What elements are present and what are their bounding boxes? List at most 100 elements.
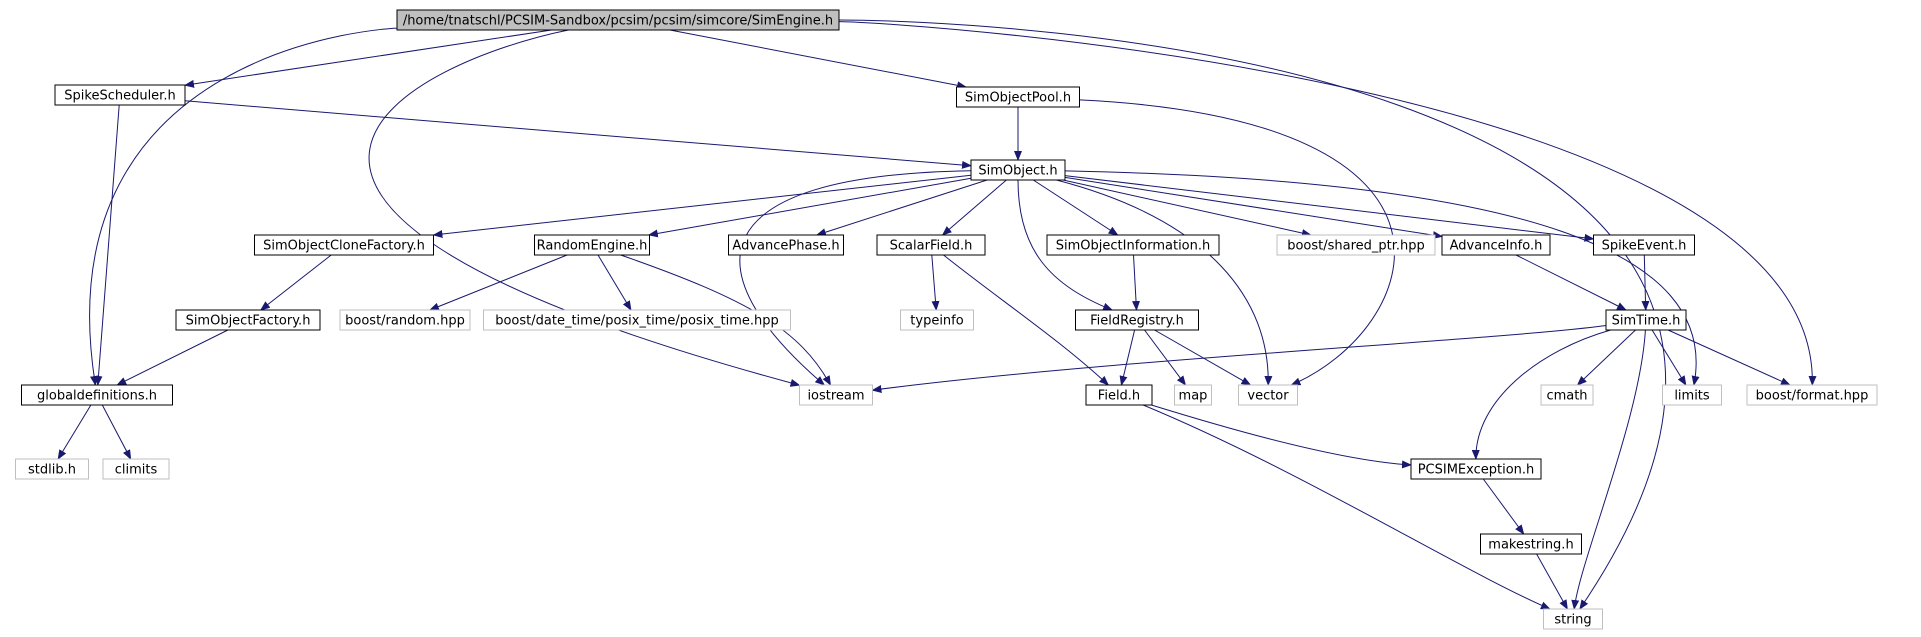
edge-simtime-to-cmath <box>1576 329 1636 386</box>
node-box-posixtime <box>483 309 791 331</box>
edge-spikeevent-to-simtime <box>1641 254 1650 311</box>
node-scalarfield[interactable]: ScalarField.h <box>876 234 986 256</box>
node-label-boostrandom: boost/random.hpp <box>345 314 465 329</box>
node-box-simobjectinformation <box>1046 234 1220 256</box>
node-box-spikeevent <box>1593 234 1695 256</box>
dependency-edges <box>57 19 1817 610</box>
node-box-randomengine <box>534 234 650 256</box>
edge-fieldregistry-to-field <box>1119 329 1136 386</box>
node-simobjectinformation[interactable]: SimObjectInformation.h <box>1046 234 1220 256</box>
node-box-advancephase <box>728 234 844 256</box>
node-vector: vector <box>1238 384 1298 406</box>
node-globaldefinitions[interactable]: globaldefinitions.h <box>21 384 173 406</box>
edge-randomengine-to-boostrandom <box>428 254 568 311</box>
node-label-posixtime: boost/date_time/posix_time/posix_time.hp… <box>495 314 779 329</box>
node-field[interactable]: Field.h <box>1085 384 1153 406</box>
edge-pcsimexception-to-makestring <box>1482 478 1525 535</box>
node-box-globaldefinitions <box>21 384 173 406</box>
edge-field-to-pcsimexception <box>1151 404 1412 469</box>
node-box-pcsimexception <box>1410 458 1542 480</box>
edge-spikescheduler-to-simobject <box>184 100 972 169</box>
node-cmath: cmath <box>1540 384 1594 406</box>
node-simobjectclonefactory[interactable]: SimObjectCloneFactory.h <box>254 234 434 256</box>
node-box-simobjectfactory <box>175 309 321 331</box>
edge-simobject-to-randomengine <box>647 177 972 238</box>
edge-scalarfield-to-typeinfo <box>931 254 940 311</box>
node-pcsimexception[interactable]: PCSIMException.h <box>1410 458 1542 480</box>
node-simengine[interactable]: /home/tnatschl/PCSIM-Sandbox/pcsim/pcsim… <box>396 9 840 31</box>
node-advanceinfo[interactable]: AdvanceInfo.h <box>1441 234 1551 256</box>
node-spikescheduler[interactable]: SpikeScheduler.h <box>54 84 186 106</box>
node-typeinfo: typeinfo <box>900 309 974 331</box>
edge-simobjectfactory-to-globaldefinitions <box>116 329 229 386</box>
node-fieldregistry[interactable]: FieldRegistry.h <box>1075 309 1199 331</box>
node-label-simobject: SimObject.h <box>978 164 1057 179</box>
node-box-spikescheduler <box>54 84 186 106</box>
node-label-map: map <box>1179 389 1208 404</box>
node-map: map <box>1174 384 1212 406</box>
node-box-limits <box>1662 384 1722 406</box>
edge-simtime-to-limits <box>1651 329 1687 386</box>
node-spikeevent[interactable]: SpikeEvent.h <box>1593 234 1695 256</box>
node-advancephase[interactable]: AdvancePhase.h <box>728 234 844 256</box>
node-label-advanceinfo: AdvanceInfo.h <box>1450 239 1543 254</box>
node-randomengine[interactable]: RandomEngine.h <box>534 234 650 256</box>
node-box-boostrandom <box>339 309 471 331</box>
edge-simobject-to-spikeevent <box>1064 175 1595 242</box>
node-label-makestring: makestring.h <box>1488 538 1573 553</box>
edge-fieldregistry-to-vector <box>1154 329 1252 386</box>
node-simtime[interactable]: SimTime.h <box>1605 309 1687 331</box>
node-label-simobjectfactory: SimObjectFactory.h <box>186 314 311 329</box>
edge-field-to-string <box>1142 404 1551 610</box>
node-label-field: Field.h <box>1098 389 1140 404</box>
node-label-iostream: iostream <box>807 389 864 404</box>
node-simobject[interactable]: SimObject.h <box>970 159 1066 181</box>
node-label-scalarfield: ScalarField.h <box>890 239 973 254</box>
node-label-simtime: SimTime.h <box>1612 314 1681 329</box>
node-label-simengine: /home/tnatschl/PCSIM-Sandbox/pcsim/pcsim… <box>403 14 833 29</box>
edge-simtime-to-pcsimexception <box>1471 329 1611 460</box>
node-box-makestring <box>1480 533 1582 555</box>
node-box-string <box>1543 608 1603 630</box>
node-box-map <box>1174 384 1212 406</box>
edge-fieldregistry-to-map <box>1144 329 1187 386</box>
node-label-spikescheduler: SpikeScheduler.h <box>64 89 175 104</box>
node-string: string <box>1543 608 1603 630</box>
node-box-vector <box>1238 384 1298 406</box>
edge-simtime-to-iostream <box>871 325 1607 393</box>
edge-simobject-to-advancephase <box>815 179 988 237</box>
edge-simobject-to-iostream <box>739 170 972 386</box>
node-makestring[interactable]: makestring.h <box>1480 533 1582 555</box>
edge-simobject-to-simobjectinformation <box>1033 179 1119 236</box>
node-label-spikeevent: SpikeEvent.h <box>1602 239 1687 254</box>
node-box-sharedptr <box>1276 234 1436 256</box>
node-label-cmath: cmath <box>1546 389 1587 404</box>
node-boostformat: boost/format.hpp <box>1746 384 1878 406</box>
node-label-typeinfo: typeinfo <box>910 314 963 329</box>
edge-simengine-to-globaldefinitions <box>89 27 398 386</box>
edge-simobject-to-simobjectclonefactory <box>432 174 972 238</box>
node-sharedptr: boost/shared_ptr.hpp <box>1276 234 1436 256</box>
node-limits: limits <box>1662 384 1722 406</box>
edge-simobjectclonefactory-to-simobjectfactory <box>260 254 332 311</box>
edge-simtime-to-string <box>1571 329 1646 610</box>
edge-simengine-to-iostream <box>368 29 801 387</box>
node-simobjectfactory[interactable]: SimObjectFactory.h <box>175 309 321 331</box>
node-label-limits: limits <box>1674 389 1710 404</box>
edge-simobject-to-vector <box>1056 179 1273 386</box>
node-box-cmath <box>1540 384 1594 406</box>
edge-simobject-to-scalarfield <box>941 179 1007 236</box>
node-simobjectpool[interactable]: SimObjectPool.h <box>956 86 1080 108</box>
edge-randomengine-to-posixtime <box>597 254 632 311</box>
node-box-iostream <box>799 384 873 406</box>
node-box-stdlib <box>15 458 89 480</box>
node-climits: climits <box>102 458 170 480</box>
edge-globaldefinitions-to-climits <box>101 404 132 460</box>
edge-scalarfield-to-field <box>943 254 1110 386</box>
node-label-simobjectclonefactory: SimObjectCloneFactory.h <box>263 239 425 254</box>
node-label-simobjectinformation: SimObjectInformation.h <box>1056 239 1211 254</box>
node-box-scalarfield <box>876 234 986 256</box>
edge-globaldefinitions-to-stdlib <box>57 404 92 460</box>
node-box-fieldregistry <box>1075 309 1199 331</box>
